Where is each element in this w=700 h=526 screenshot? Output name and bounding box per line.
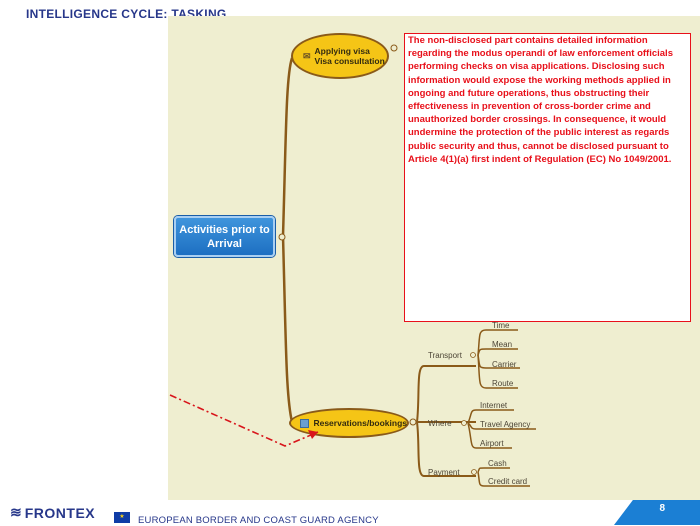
leaf-mean[interactable]: Mean	[492, 340, 513, 349]
reservations-topic-label: Reservations/bookings	[313, 418, 407, 428]
redaction-text: The non-disclosed part contains detailed…	[408, 35, 673, 165]
central-topic-node[interactable]: Activities prior to Arrival	[174, 216, 275, 257]
leaf-travel-agency[interactable]: Travel Agency	[480, 420, 531, 429]
where-subtopic[interactable]: Where	[428, 419, 452, 428]
reservations-topic-node[interactable]: Reservations/bookings	[289, 408, 409, 438]
leaf-cash[interactable]: Cash	[488, 459, 507, 468]
frontex-wordmark: FRONTEX	[24, 504, 96, 521]
leaf-internet[interactable]: Internet	[480, 401, 508, 410]
redaction-notice: The non-disclosed part contains detailed…	[404, 33, 691, 322]
visa-topic-label-1: Applying visa	[314, 46, 370, 56]
transport-subtopic[interactable]: Transport	[428, 351, 462, 360]
page-number: 8	[659, 503, 665, 514]
slide-title: INTELLIGENCE CYCLE: TASKING	[26, 7, 227, 18]
visa-topic-node[interactable]: ✉ Applying visa Visa consultation	[291, 33, 389, 79]
card-icon	[300, 418, 310, 428]
agency-name: EUROPEAN BORDER AND COAST GUARD AGENCY	[138, 515, 379, 526]
footer-bar: ≋ FRONTEX ★ EUROPEAN BORDER AND COAST GU…	[0, 500, 700, 526]
payment-subtopic[interactable]: Payment	[428, 468, 460, 477]
leaf-airport[interactable]: Airport	[480, 439, 504, 448]
leaf-carrier[interactable]: Carrier	[492, 360, 517, 369]
leaf-credit-card[interactable]: Credit card	[488, 477, 528, 486]
frontex-logo: ≋ FRONTEX	[10, 504, 95, 521]
leaf-route[interactable]: Route	[492, 379, 514, 388]
leaf-time[interactable]: Time	[492, 321, 510, 330]
frontex-mark-icon: ≋	[10, 504, 22, 520]
visa-topic-label-2: Visa consultation	[314, 56, 385, 66]
envelope-icon: ✉	[303, 50, 311, 61]
eu-flag-icon: ★	[114, 512, 130, 523]
central-topic-label: Activities prior to Arrival	[179, 223, 270, 250]
